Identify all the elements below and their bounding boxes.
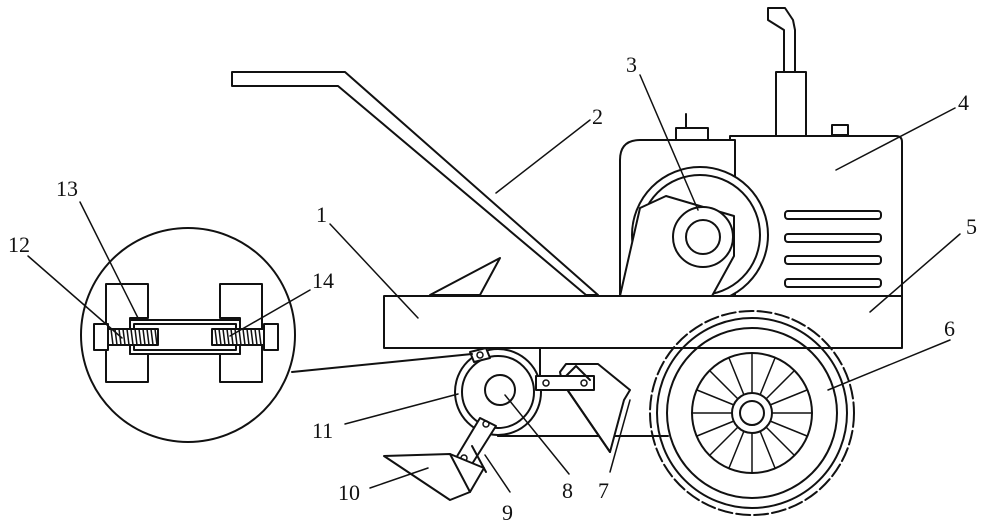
label-10: 10 bbox=[338, 480, 360, 505]
label-2: 2 bbox=[592, 104, 603, 129]
callout-labels: 1 2 3 4 5 6 7 8 9 10 11 12 13 14 bbox=[8, 52, 977, 525]
label-12: 12 bbox=[8, 232, 30, 257]
wheel bbox=[649, 310, 855, 516]
label-14: 14 bbox=[312, 268, 334, 293]
wheel-spokes bbox=[691, 352, 813, 474]
frame bbox=[383, 257, 903, 349]
label-7: 7 bbox=[598, 478, 609, 503]
label-5: 5 bbox=[966, 214, 977, 239]
label-13: 13 bbox=[56, 176, 78, 201]
spring-14 bbox=[211, 328, 265, 346]
leader-lines bbox=[27, 74, 961, 493]
label-4: 4 bbox=[958, 90, 969, 115]
label-1: 1 bbox=[316, 202, 327, 227]
label-9: 9 bbox=[502, 500, 513, 525]
label-3: 3 bbox=[626, 52, 637, 77]
detail-view bbox=[80, 227, 473, 443]
label-6: 6 bbox=[944, 316, 955, 341]
pulley bbox=[619, 166, 769, 304]
label-11: 11 bbox=[312, 418, 333, 443]
handle bbox=[231, 71, 599, 296]
blade-10 bbox=[383, 453, 485, 501]
label-8: 8 bbox=[562, 478, 573, 503]
